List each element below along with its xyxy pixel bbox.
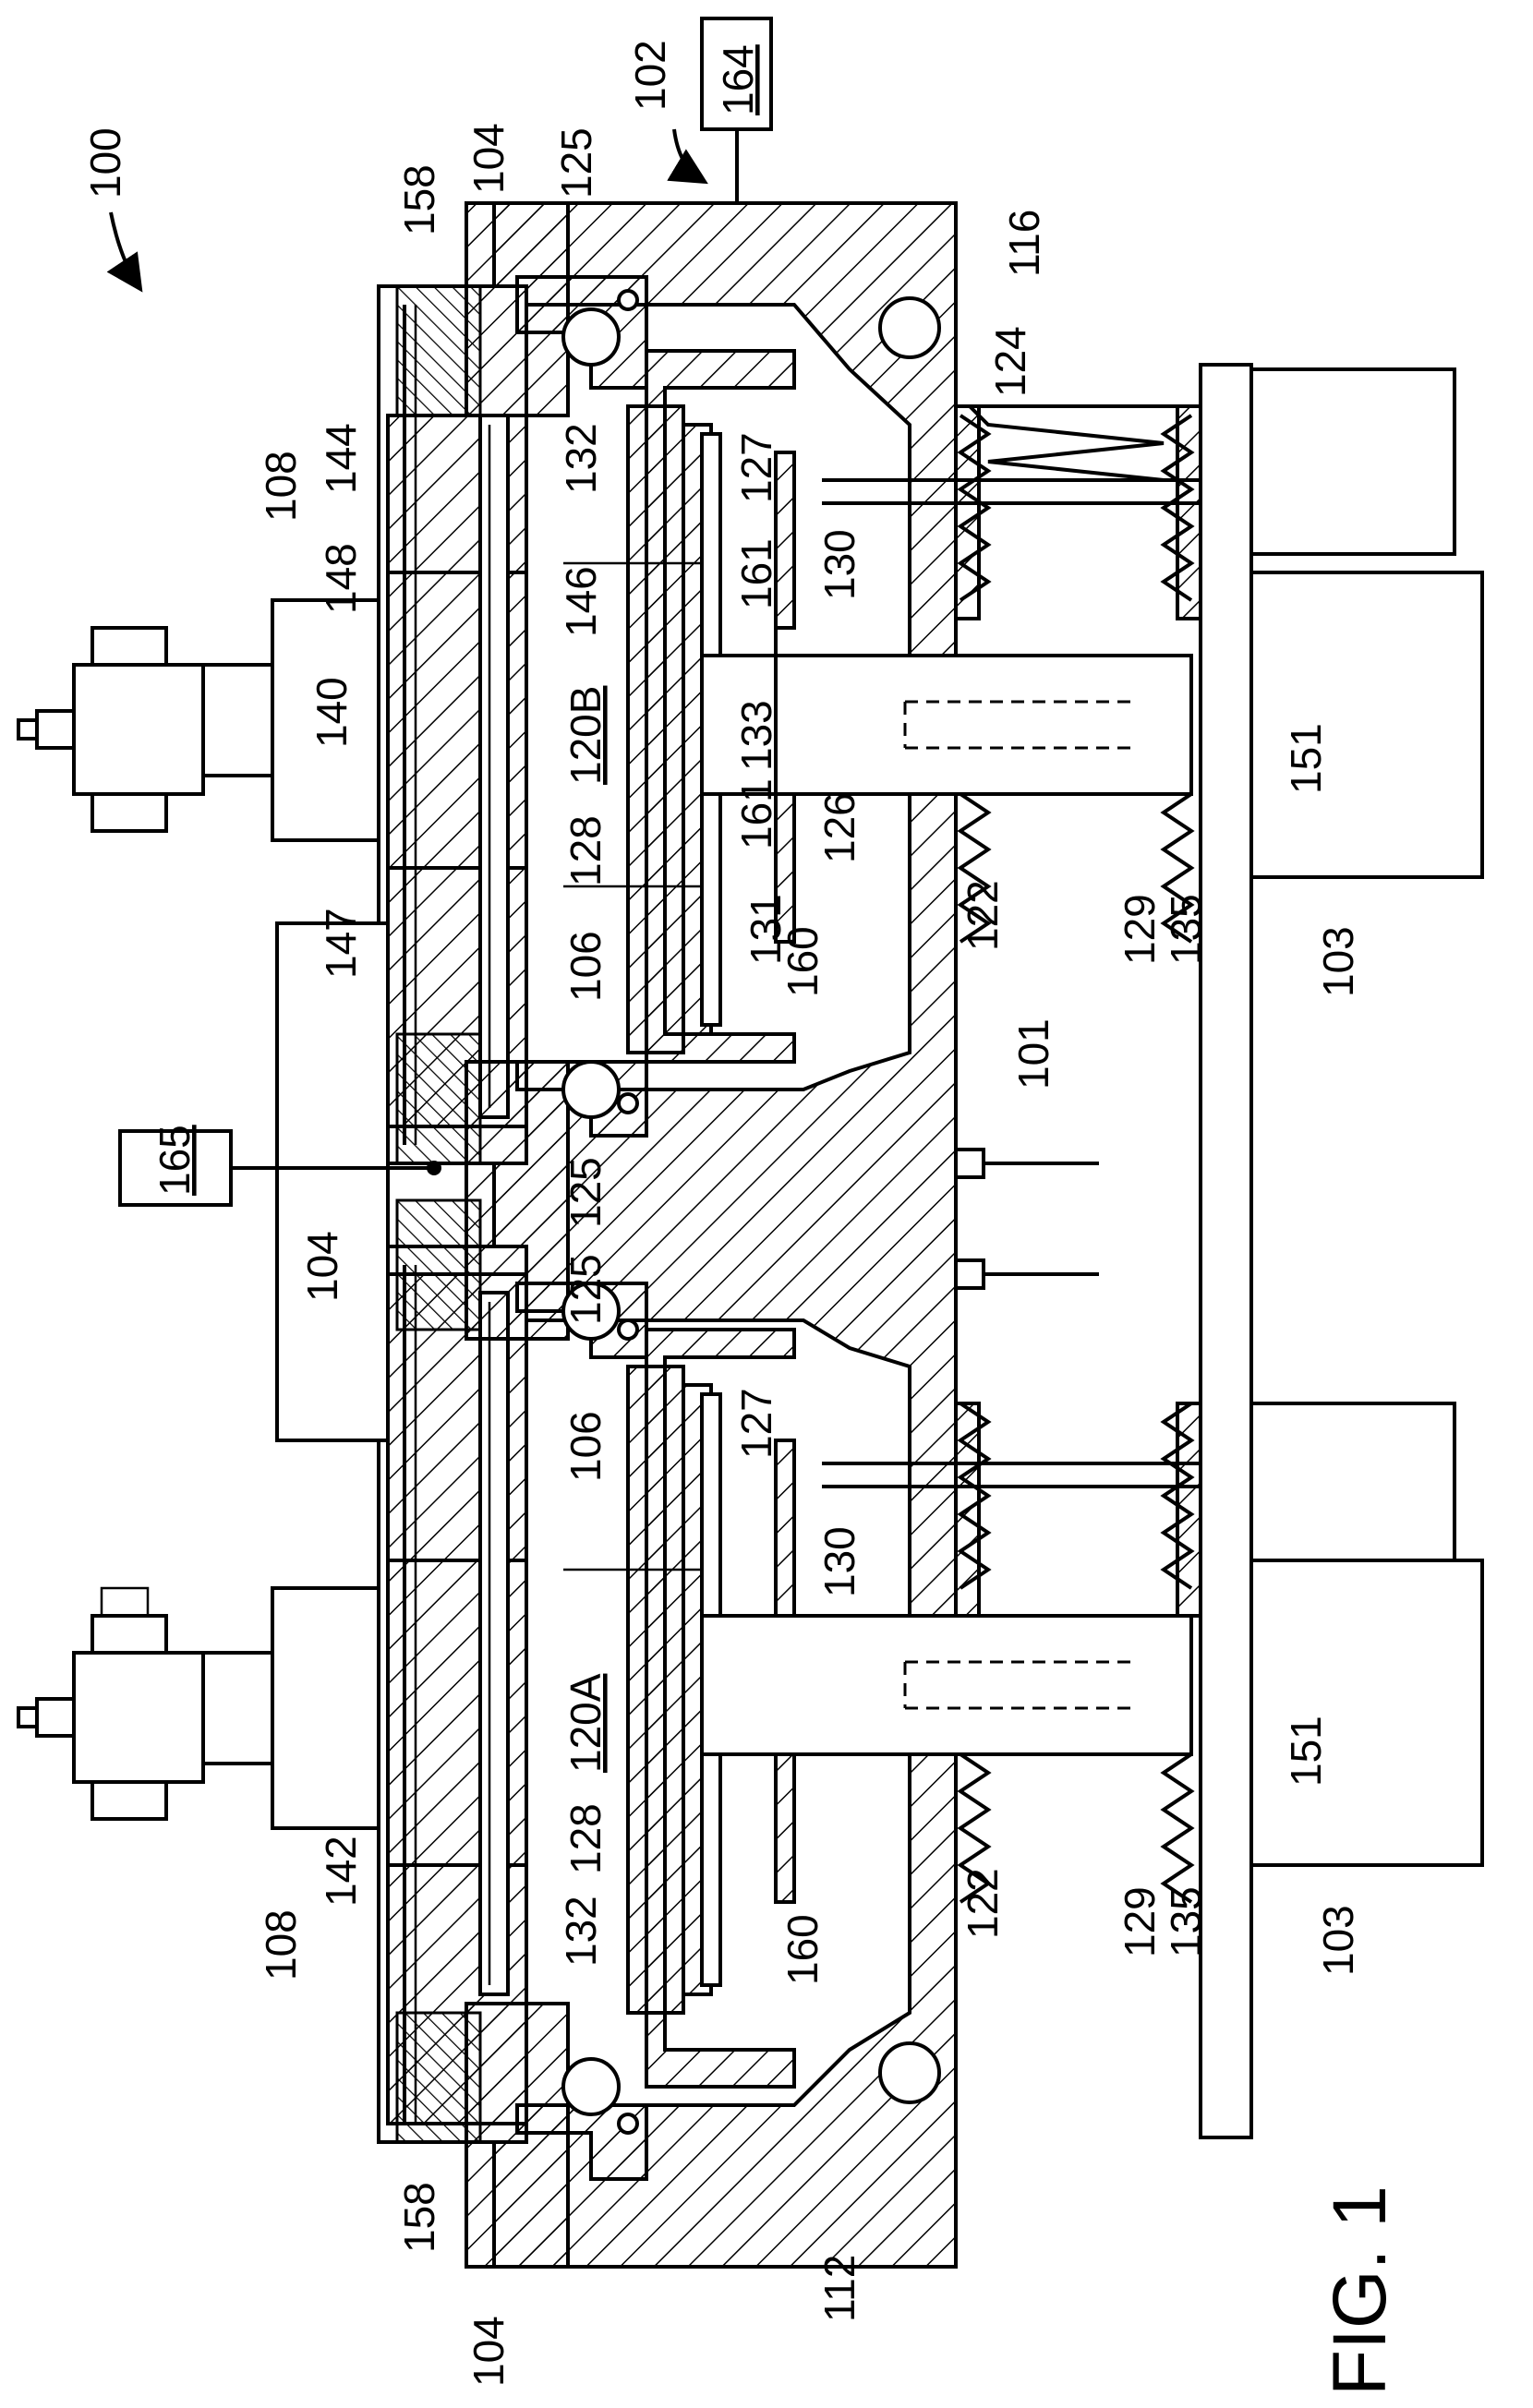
label-151-top: 151 [1282, 723, 1330, 794]
label-148: 148 [317, 543, 365, 614]
label-106-top: 106 [561, 931, 610, 1002]
label-142: 142 [317, 1836, 365, 1907]
label-129-top: 129 [1116, 894, 1164, 965]
label-100: 100 [81, 127, 129, 199]
label-120B: 120B [561, 686, 610, 785]
label-104-bot: 104 [465, 2316, 513, 2387]
label-108-bot: 108 [257, 1909, 305, 1981]
label-132-top: 132 [557, 423, 605, 494]
base-plate [1201, 365, 1482, 2137]
label-104-top: 104 [465, 123, 513, 194]
label-127-top: 127 [732, 432, 780, 503]
label-124: 124 [986, 326, 1034, 397]
bolt-hole [880, 2043, 939, 2102]
label-102: 102 [626, 40, 674, 111]
fittings [956, 1150, 1099, 1288]
label-112: 112 [815, 2255, 863, 2322]
label-147: 147 [317, 908, 365, 979]
valve-assembly-lower [18, 1588, 379, 1828]
label-104-mid: 104 [298, 1231, 346, 1302]
label-125-mid2: 125 [561, 1254, 610, 1325]
label-127-bot: 127 [732, 1388, 780, 1459]
label-120A: 120A [561, 1673, 610, 1773]
label-164: 164 [714, 44, 762, 115]
label-122-top: 122 [959, 880, 1007, 951]
label-126: 126 [815, 792, 863, 863]
label-128-bot: 128 [561, 1803, 610, 1874]
lid-assembly-upper [379, 286, 526, 1163]
label-106-bot: 106 [561, 1411, 610, 1482]
label-158-top: 158 [395, 164, 443, 235]
label-103-bot: 103 [1314, 1905, 1362, 1976]
label-140: 140 [308, 677, 356, 748]
label-125-mid1: 125 [561, 1157, 610, 1228]
label-130-top: 130 [815, 529, 863, 600]
label-135-top: 135 [1162, 894, 1210, 965]
label-103-top: 103 [1314, 926, 1362, 997]
label-128-top: 128 [561, 815, 610, 886]
label-133: 133 [732, 700, 780, 771]
label-161-b: 161 [732, 778, 780, 849]
label-165: 165 [151, 1125, 199, 1196]
label-158-bot: 158 [395, 2182, 443, 2253]
label-116: 116 [1000, 210, 1048, 277]
label-161-a: 161 [732, 538, 780, 609]
label-160-bot: 160 [779, 1914, 827, 1985]
label-132-bot: 132 [557, 1896, 605, 1967]
label-151-bot: 151 [1282, 1716, 1330, 1787]
label-146: 146 [557, 566, 605, 637]
label-130-bot: 130 [815, 1526, 863, 1597]
label-101: 101 [1009, 1018, 1057, 1090]
label-144: 144 [317, 423, 365, 494]
label-129-bot: 129 [1116, 1886, 1164, 1957]
label-135-bot: 135 [1162, 1886, 1210, 1957]
bolt-hole [880, 298, 939, 357]
label-122-bot: 122 [959, 1868, 1007, 1939]
label-125-top: 125 [552, 127, 600, 199]
label-108-top: 108 [257, 451, 305, 522]
figure-caption: FIG. 1 [1318, 2185, 1402, 2396]
label-160-top: 160 [779, 926, 827, 997]
